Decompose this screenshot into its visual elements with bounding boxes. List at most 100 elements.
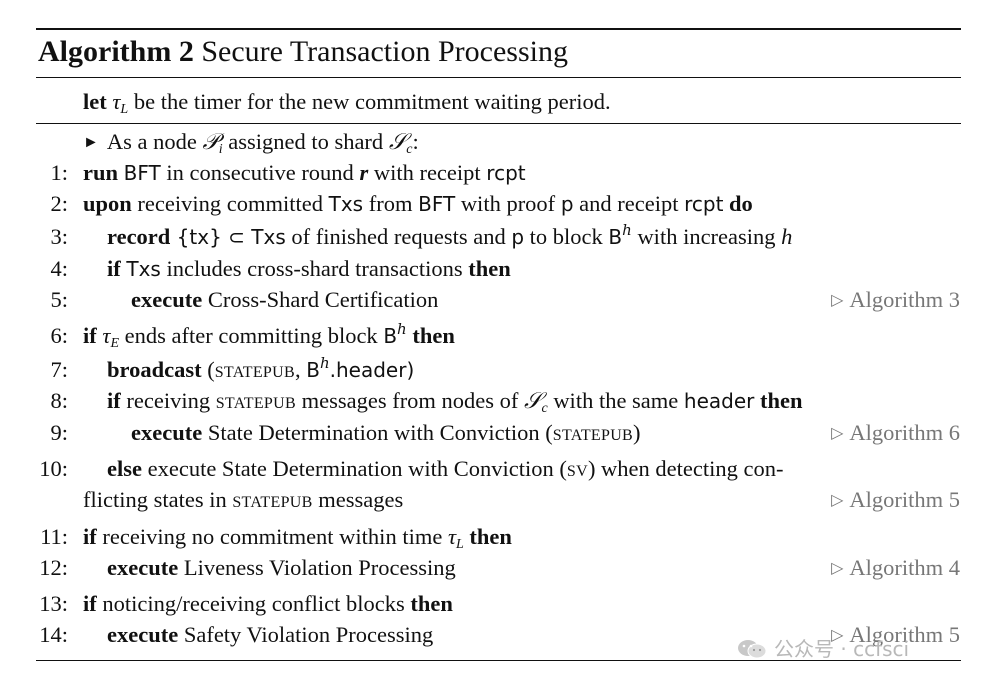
keyword: then xyxy=(468,256,511,281)
text: with receipt xyxy=(368,160,487,185)
text: ends after committing block xyxy=(119,323,384,348)
keyword: else xyxy=(107,456,142,481)
keyword: execute xyxy=(131,420,203,445)
text: receiving no commitment within time xyxy=(96,524,448,549)
text: State Determination with Conviction ( xyxy=(202,420,553,445)
keyword: then xyxy=(469,524,512,549)
text: with the same xyxy=(547,388,684,413)
var: h xyxy=(781,224,793,249)
superscript: h xyxy=(397,320,407,338)
text: includes cross-shard transactions xyxy=(160,256,469,281)
algo-line-3: 3: record {tx} ⊂ Txs of finished request… xyxy=(0,222,998,252)
subscript: i xyxy=(218,142,223,157)
comment-ref: Algorithm 4 xyxy=(849,555,960,580)
algo-line-8: 8: if receiving statepub messages from n… xyxy=(0,386,998,416)
role-text: As a node xyxy=(106,129,203,154)
text: ) when detecting con- xyxy=(587,456,784,481)
comment: ▷ Algorithm 5 xyxy=(831,485,960,516)
sans-term: BFT xyxy=(418,192,456,216)
smallcaps-term: statepub xyxy=(215,388,296,413)
comment-triangle-icon: ▷ xyxy=(831,425,844,442)
text: flicting states in xyxy=(83,487,233,512)
algo-line-4: 4: if Txs includes cross-shard transacti… xyxy=(0,254,998,284)
comment-ref: Algorithm 5 xyxy=(849,622,960,647)
algo-line-9: 9: execute State Determination with Conv… xyxy=(0,418,998,448)
wechat-icon xyxy=(738,640,767,659)
superscript: h xyxy=(622,221,632,239)
algo-line-7: 7: broadcast (statepub, Bh.header) xyxy=(0,355,998,385)
keyword: then xyxy=(760,388,803,413)
line-number: 2: xyxy=(50,191,68,216)
text: noticing/receiving conflict blocks xyxy=(96,591,411,616)
keyword: if xyxy=(83,591,97,616)
keyword: if xyxy=(83,323,97,348)
sans-term: Txs xyxy=(328,192,364,216)
sans-term: BFT xyxy=(123,161,161,185)
sans-term: p xyxy=(560,192,574,216)
algo-line-14: 14: execute Safety Violation Processing … xyxy=(0,620,998,650)
line-number: 13: xyxy=(39,591,68,616)
algo-line-5: 5: execute Cross-Shard Certification ▷Al… xyxy=(0,285,998,315)
comment: ▷ Algorithm 5 xyxy=(831,620,960,651)
preamble-text: be the timer for the new commitment wait… xyxy=(128,89,611,114)
text: to block xyxy=(524,224,609,249)
algorithm-label: Algorithm 2 xyxy=(38,35,194,68)
line-number: 14: xyxy=(39,622,68,647)
comment-triangle-icon: ▷ xyxy=(831,627,844,644)
comment-ref: Algorithm 5 xyxy=(849,487,960,512)
smallcaps-term: statepub xyxy=(552,420,634,445)
comment-triangle-icon: ▷ xyxy=(831,560,844,577)
comment: ▷ Algorithm 3 xyxy=(831,285,960,316)
text: ( xyxy=(201,357,215,382)
keyword: execute xyxy=(107,555,179,580)
text: and receipt xyxy=(573,191,685,216)
role-text: : xyxy=(412,129,419,154)
tau-symbol: τ xyxy=(102,323,111,348)
comment-triangle-icon: ▷ xyxy=(831,292,844,309)
triangle-icon: ► xyxy=(83,134,99,151)
node-symbol: 𝒫 xyxy=(202,129,219,155)
title-rule xyxy=(36,77,961,78)
subscript: E xyxy=(110,336,119,351)
keyword: broadcast xyxy=(107,357,202,382)
keyword: upon xyxy=(83,191,132,216)
text: receiving committed xyxy=(131,191,329,216)
text: Cross-Shard Certification xyxy=(202,287,439,312)
subscript: c xyxy=(541,401,548,416)
keyword: run xyxy=(83,160,119,185)
comment-triangle-icon: ▷ xyxy=(831,492,844,509)
watermark: 公众号 · ccfsci xyxy=(736,633,909,662)
keyword: do xyxy=(729,191,753,216)
shard-symbol: 𝒮 xyxy=(524,388,542,414)
tau-symbol: τ xyxy=(447,524,456,549)
text: , xyxy=(294,357,307,382)
keyword: then xyxy=(412,323,455,348)
sans-term: rcpt xyxy=(684,192,724,216)
top-rule xyxy=(36,28,961,30)
algo-line-12: 12: execute Liveness Violation Processin… xyxy=(0,553,998,583)
algo-line-11: 11: if receiving no commitment within ti… xyxy=(0,522,998,552)
smallcaps-term: statepub xyxy=(214,357,295,382)
role-line: ►As a node 𝒫i assigned to shard 𝒮c: xyxy=(0,127,998,157)
text: from xyxy=(363,191,419,216)
sans-term: B xyxy=(383,324,398,348)
smallcaps-term: sv xyxy=(566,456,588,481)
comment-ref: Algorithm 3 xyxy=(849,287,960,312)
keyword: then xyxy=(410,591,453,616)
comment: ▷ Algorithm 4 xyxy=(831,553,960,584)
keyword: record xyxy=(107,224,171,249)
line-number: 7: xyxy=(50,357,68,382)
sans-term: rcpt xyxy=(486,161,526,185)
preamble-rule xyxy=(36,123,961,124)
keyword: if xyxy=(83,524,97,549)
text: in consecutive round xyxy=(160,160,360,185)
sans-term: .header) xyxy=(329,358,415,382)
algo-line-6: 6: if τE ends after committing block Bh … xyxy=(0,321,998,351)
watermark-text: 公众号 · ccfsci xyxy=(774,637,910,661)
sans-term: Txs xyxy=(126,257,161,281)
subscript: c xyxy=(406,142,413,157)
line-number: 10: xyxy=(39,456,68,481)
comment-ref: Algorithm 6 xyxy=(849,420,960,445)
algorithm-name: Secure Transaction Processing xyxy=(201,35,568,68)
keyword: if xyxy=(107,388,121,413)
